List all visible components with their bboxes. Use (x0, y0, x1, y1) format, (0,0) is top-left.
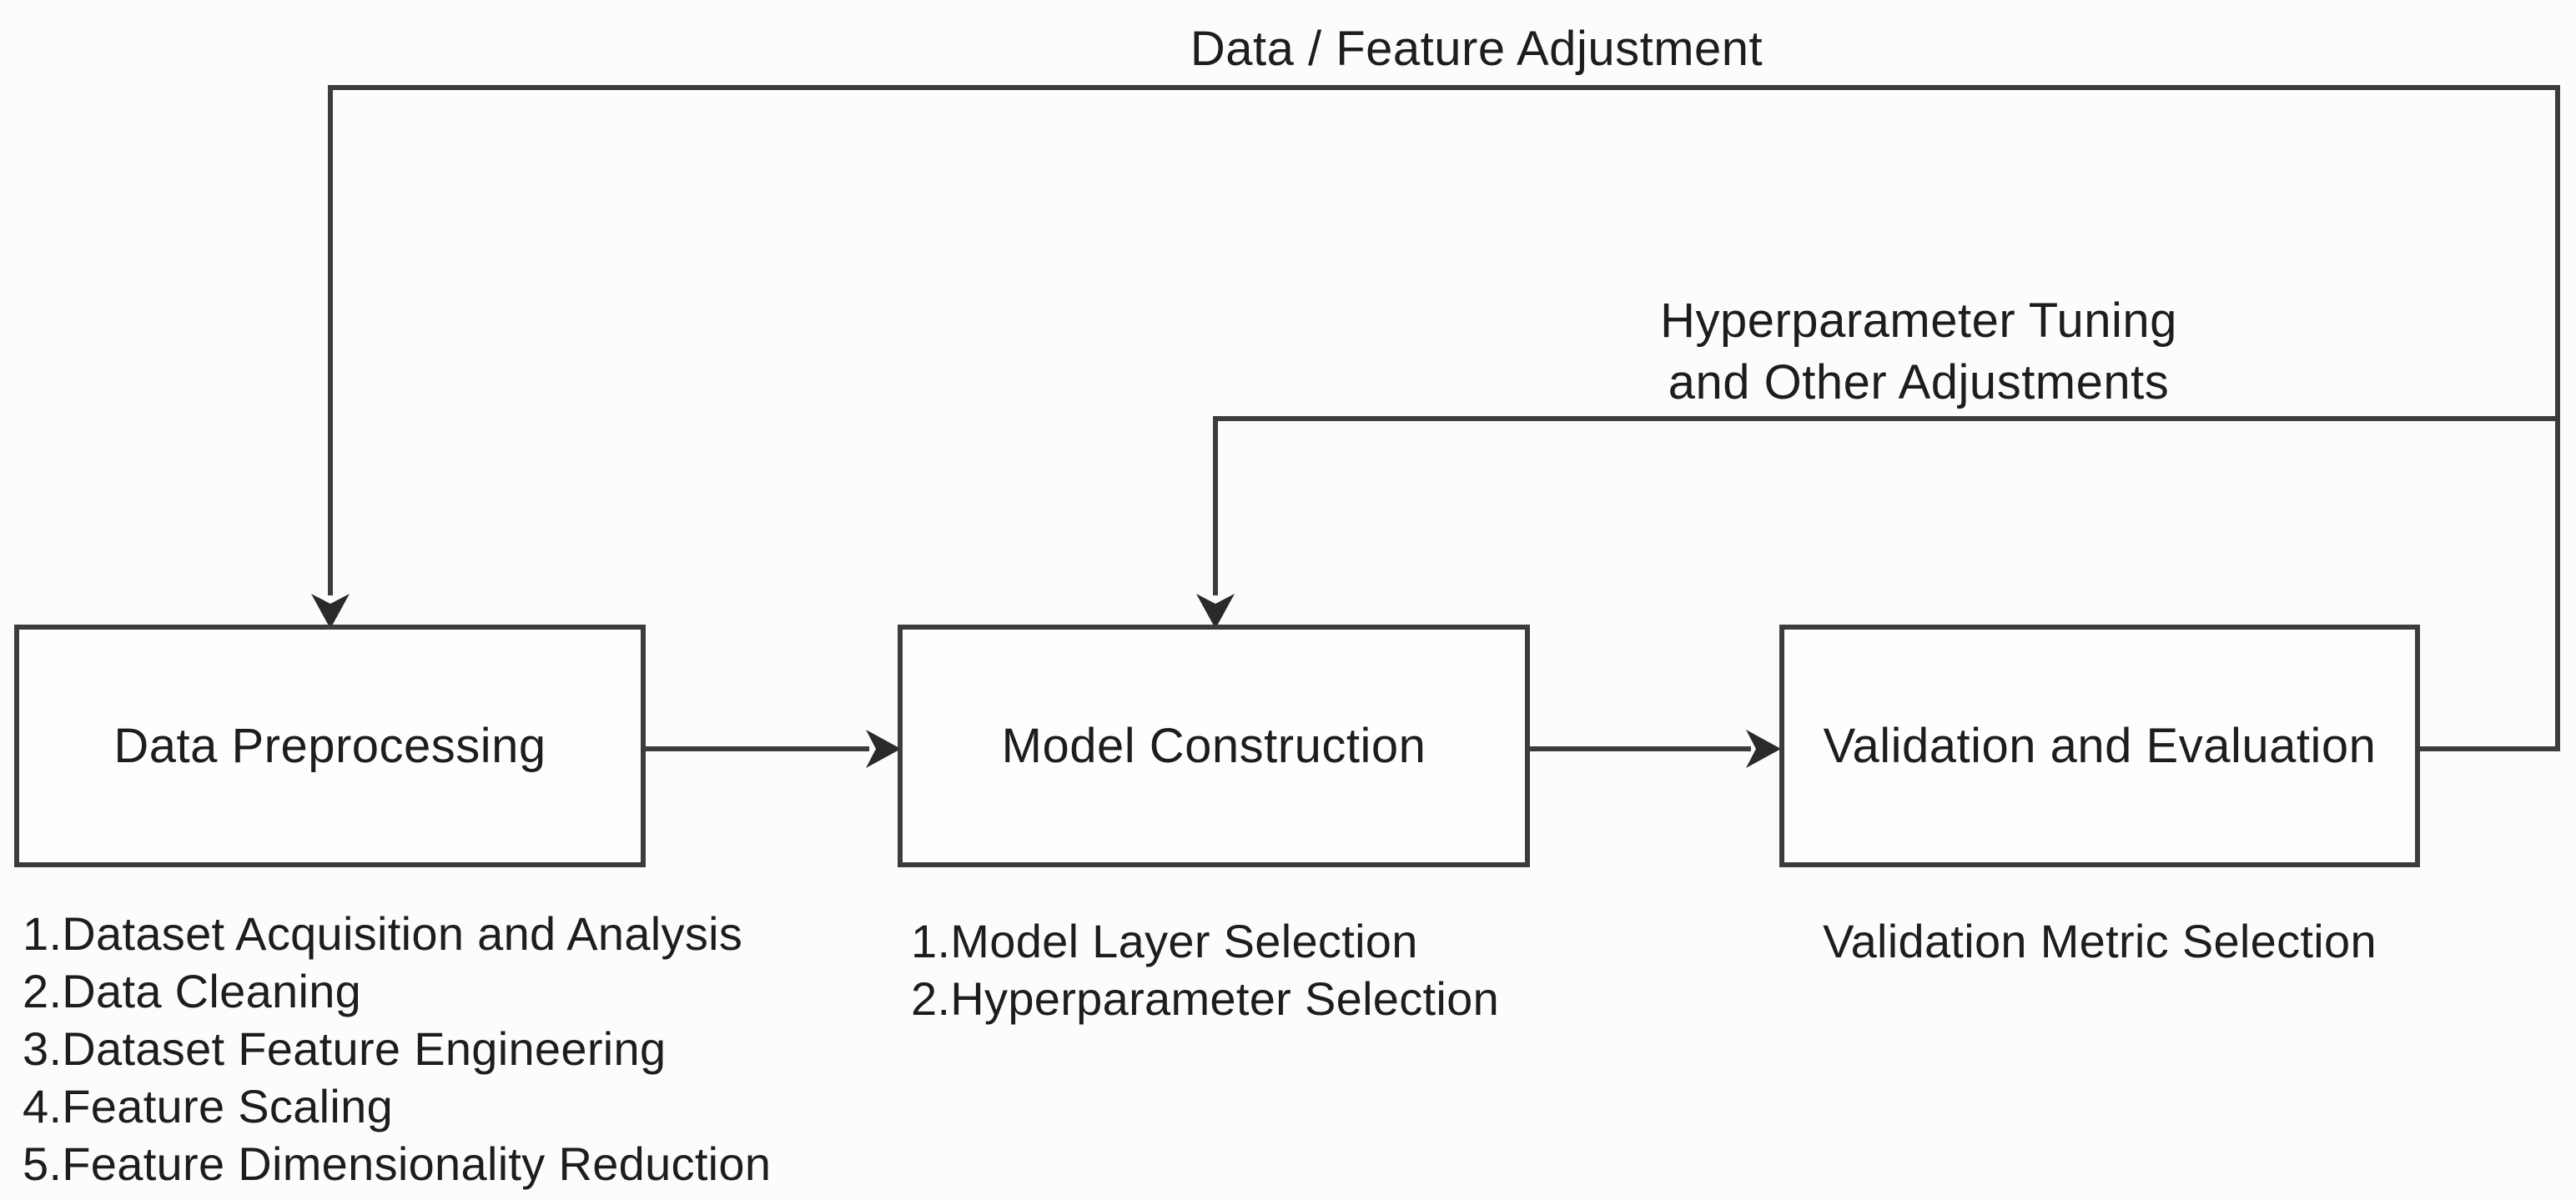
top-feedback-label: Data / Feature Adjustment (1190, 22, 1763, 76)
arrowhead-right-icon (1746, 730, 1781, 768)
mid-feedback-line-horizontal (1215, 416, 2560, 421)
arrowhead-right-icon (866, 730, 901, 768)
arrowhead-down-icon (311, 594, 350, 629)
node-data-preprocessing: Data Preprocessing (14, 625, 646, 867)
node-label-data-preprocessing: Data Preprocessing (113, 719, 546, 773)
list-item: 2.Hyperparameter Selection (911, 972, 1500, 1025)
data-preprocessing-steps-list: 1.Dataset Acquisition and Analysis 2.Dat… (23, 905, 771, 1192)
node-label-model-construction: Model Construction (1001, 719, 1426, 773)
arrowhead-down-icon (1196, 594, 1235, 629)
validation-output-line (2417, 746, 2560, 751)
top-feedback-line-drop (328, 85, 333, 595)
mid-feedback-label-line1: Hyperparameter Tuning (1660, 294, 2177, 348)
list-item: 1.Dataset Acquisition and Analysis (23, 907, 743, 960)
node-label-validation-evaluation: Validation and Evaluation (1823, 719, 2377, 773)
list-item: Validation Metric Selection (1823, 915, 2377, 967)
top-feedback-line-horizontal (328, 85, 2560, 90)
mid-feedback-label-line2: and Other Adjustments (1668, 355, 2170, 409)
list-item: 3.Dataset Feature Engineering (23, 1022, 667, 1075)
node-validation-evaluation: Validation and Evaluation (1779, 625, 2420, 867)
model-construction-steps-list: 1.Model Layer Selection 2.Hyperparameter… (911, 912, 1499, 1027)
list-item: 4.Feature Scaling (23, 1080, 394, 1132)
list-item: 1.Model Layer Selection (911, 915, 1418, 967)
validation-steps-list: Validation Metric Selection (1779, 912, 2420, 970)
mid-feedback-line-drop (1213, 416, 1218, 595)
mid-feedback-label: Hyperparameter Tuning and Other Adjustme… (1543, 290, 2294, 414)
list-item: 2.Data Cleaning (23, 965, 362, 1017)
flow-line-construction-to-validation (1527, 746, 1751, 751)
flow-line-preprocessing-to-construction (642, 746, 869, 751)
list-item: 5.Feature Dimensionality Reduction (23, 1137, 772, 1190)
node-model-construction: Model Construction (898, 625, 1530, 867)
